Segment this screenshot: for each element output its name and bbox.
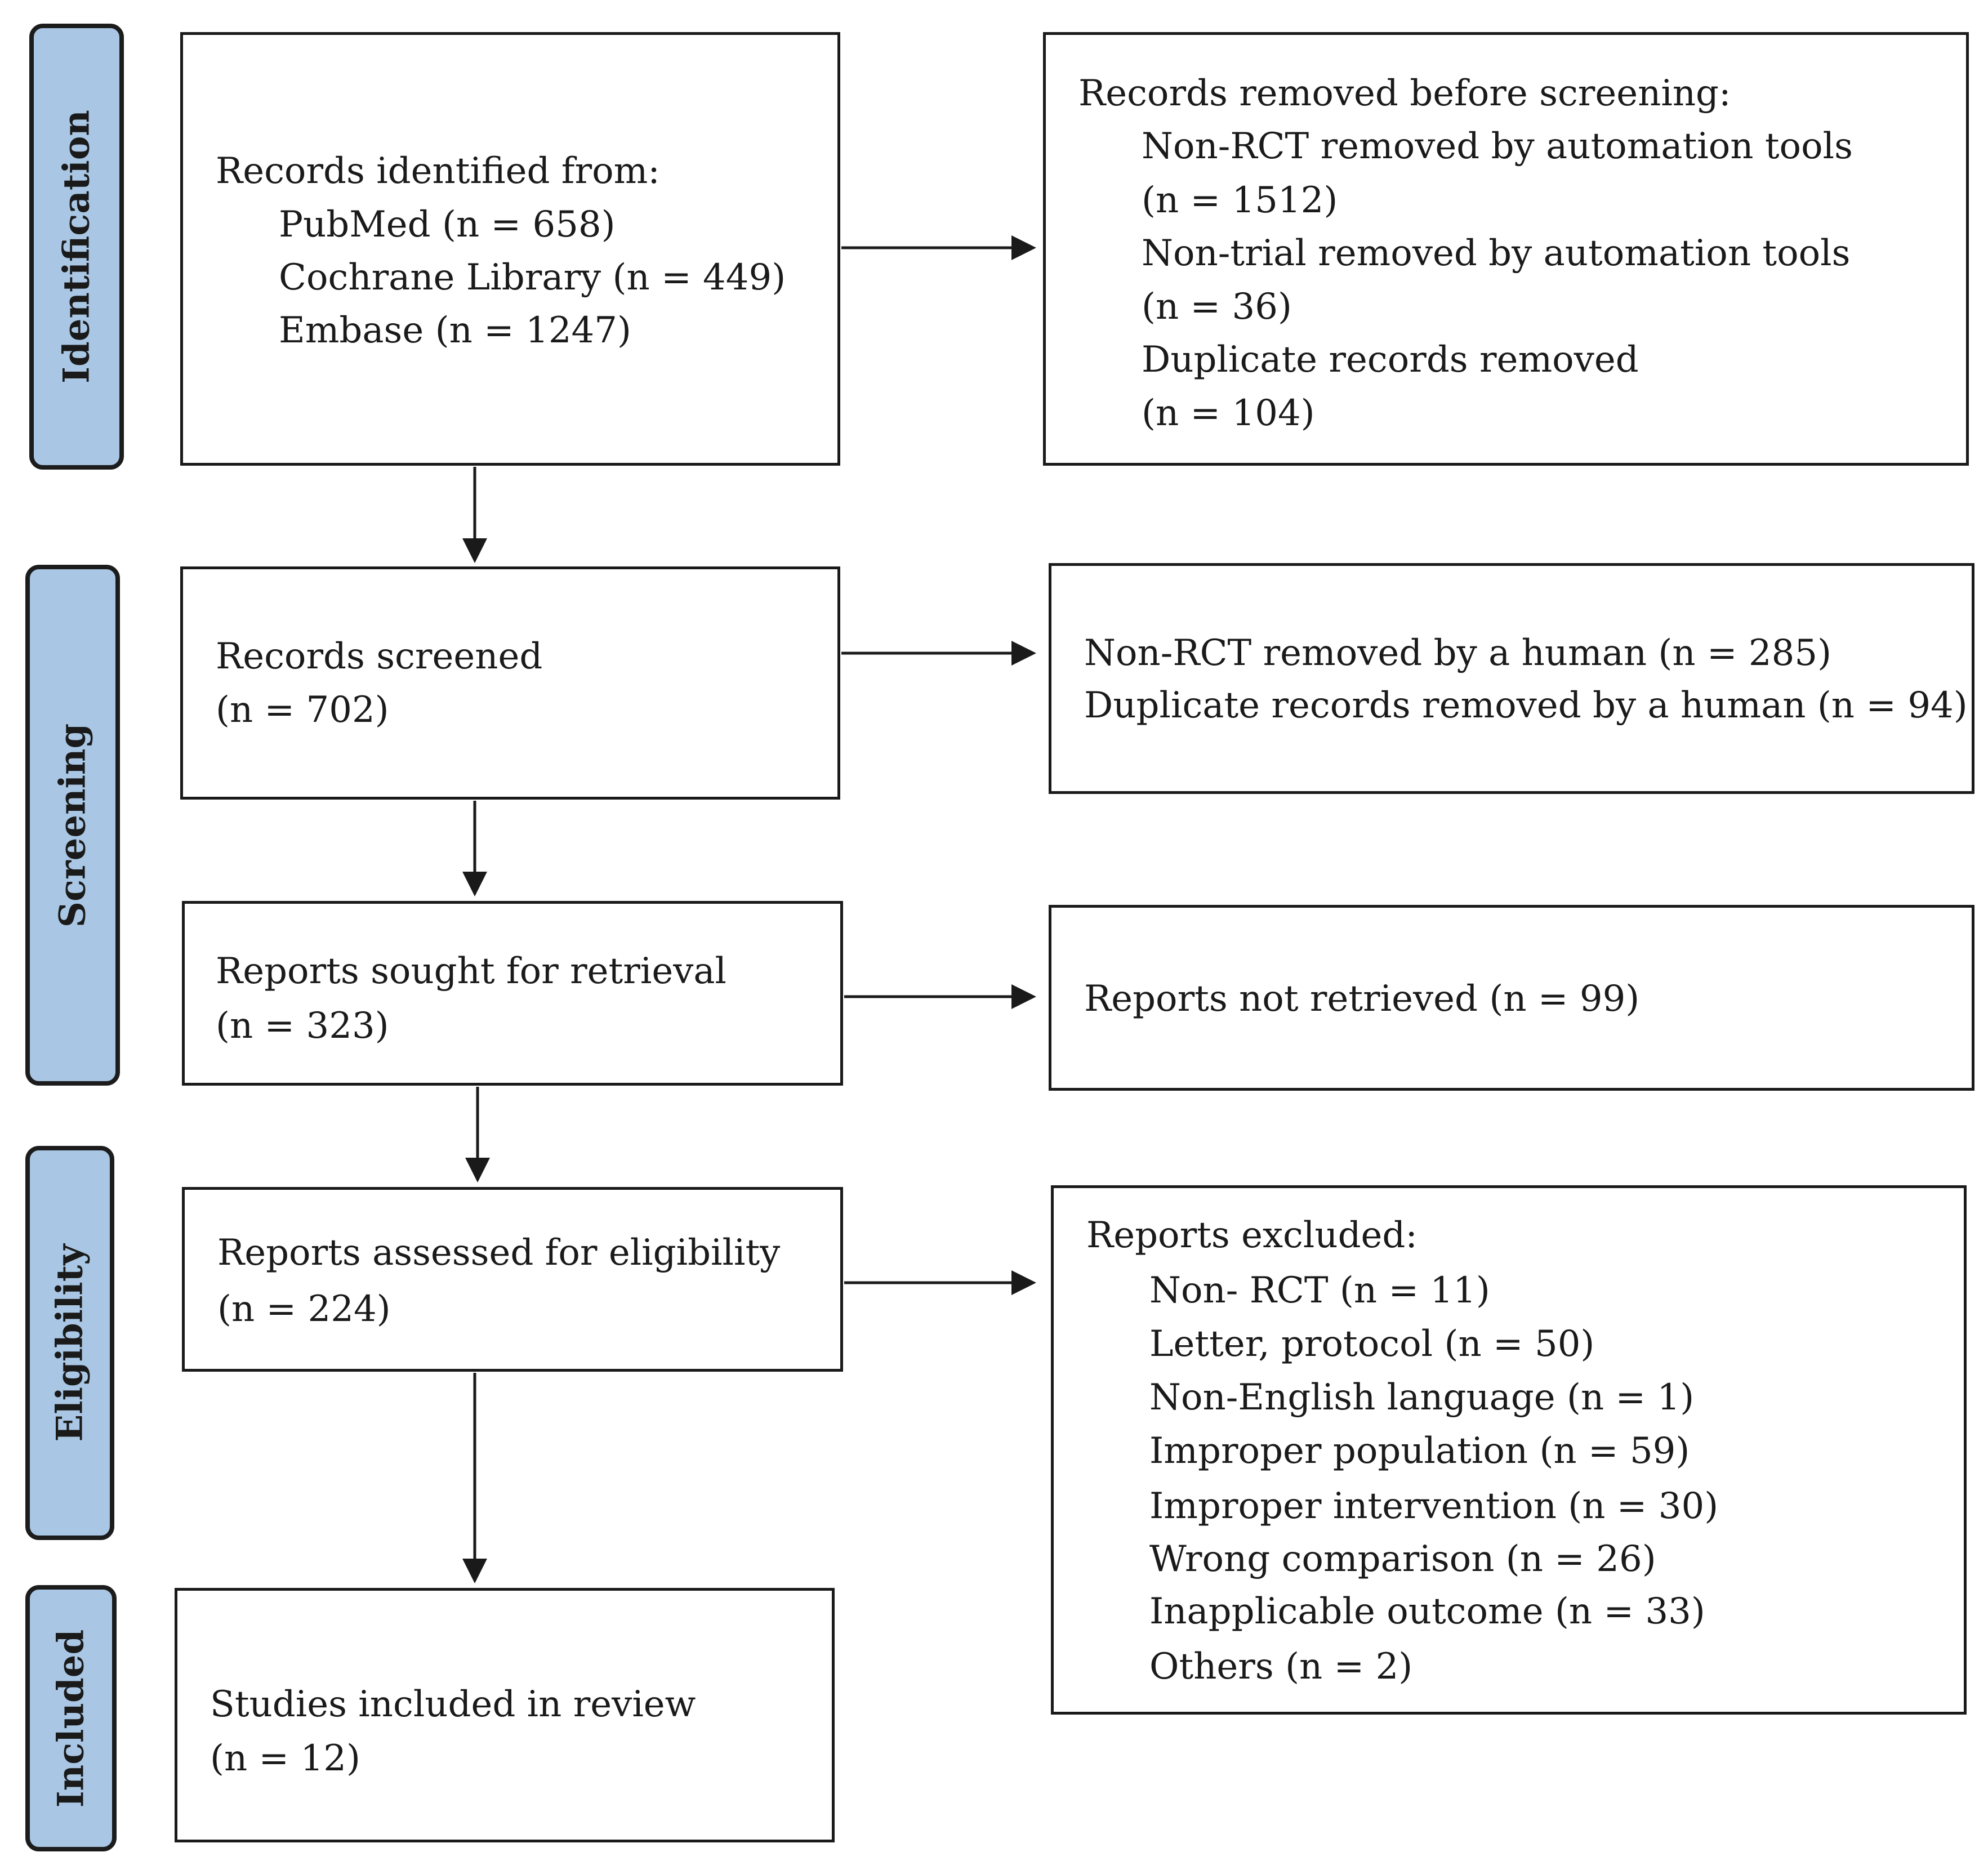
records-screened-label: Records screened [216,636,543,677]
removed-before-heading: Records removed before screening: [1078,73,1731,114]
arrowhead [1011,984,1036,1009]
excluded-item: Non- RCT (n = 11) [1149,1270,1490,1311]
excluded-item: Letter, protocol (n = 50) [1149,1323,1595,1365]
records-identified-box: Records identified from: PubMed (n = 658… [180,32,840,466]
arrowhead [462,872,487,896]
studies-included-label: Studies included in review [210,1684,696,1725]
source-cochrane: Cochrane Library (n = 449) [279,257,786,298]
records-identified-heading: Records identified from: [216,150,660,192]
excluded-item: Inapplicable outcome (n = 33) [1149,1591,1705,1632]
reports-not-retrieved-label: Reports not retrieved (n = 99) [1084,978,1640,1020]
phase-included: Included [25,1585,117,1851]
phase-identification: Identification [29,24,124,470]
reports-assessed-box: Reports assessed for eligibility (n = 22… [182,1187,843,1372]
studies-included-box: Studies included in review (n = 12) [175,1588,835,1842]
excluded-item: Improper intervention (n = 30) [1149,1485,1719,1527]
reports-not-retrieved-box: Reports not retrieved (n = 99) [1049,905,1974,1091]
removed-before-item: (n = 36) [1142,286,1292,328]
phase-screening: Screening [25,565,120,1086]
records-screened-count: (n = 702) [216,689,389,731]
reports-excluded-heading: Reports excluded: [1086,1215,1418,1256]
screening-excluded-line: Non-RCT removed by a human (n = 285) [1084,632,1832,674]
arrowhead [465,1158,490,1182]
screening-excluded-box: Non-RCT removed by a human (n = 285) Dup… [1049,563,1974,794]
removed-before-item: Duplicate records removed [1142,339,1639,381]
removed-before-item: Non-RCT removed by automation tools [1142,126,1853,167]
reports-sought-count: (n = 323) [216,1005,389,1047]
excluded-item: Improper population (n = 59) [1149,1430,1690,1472]
reports-excluded-box: Reports excluded: Non- RCT (n = 11) Lett… [1051,1185,1967,1715]
source-pubmed: PubMed (n = 658) [279,204,616,246]
arrowhead [462,1559,487,1583]
arrowhead [1011,1270,1036,1295]
removed-before-item: (n = 104) [1142,392,1315,434]
phase-eligibility: Eligibility [25,1146,114,1540]
excluded-item: Others (n = 2) [1149,1646,1413,1688]
excluded-item: Non-English language (n = 1) [1149,1377,1695,1418]
reports-assessed-count: (n = 224) [217,1288,391,1330]
reports-assessed-label: Reports assessed for eligibility [217,1232,781,1274]
studies-included-count: (n = 12) [210,1738,360,1779]
reports-sought-label: Reports sought for retrieval [216,950,726,992]
source-embase: Embase (n = 1247) [279,310,631,351]
removed-before-item: Non-trial removed by automation tools [1142,233,1851,274]
reports-sought-box: Reports sought for retrieval (n = 323) [182,901,843,1086]
arrowhead [1011,641,1036,666]
arrowhead [1011,235,1036,260]
screening-excluded-line: Duplicate records removed by a human (n … [1084,685,1968,726]
records-screened-box: Records screened (n = 702) [180,566,840,800]
records-removed-before-screening-box: Records removed before screening: Non-RC… [1043,32,1969,466]
excluded-item: Wrong comparison (n = 26) [1149,1538,1656,1580]
arrowhead [462,538,487,563]
removed-before-item: (n = 1512) [1142,180,1338,221]
